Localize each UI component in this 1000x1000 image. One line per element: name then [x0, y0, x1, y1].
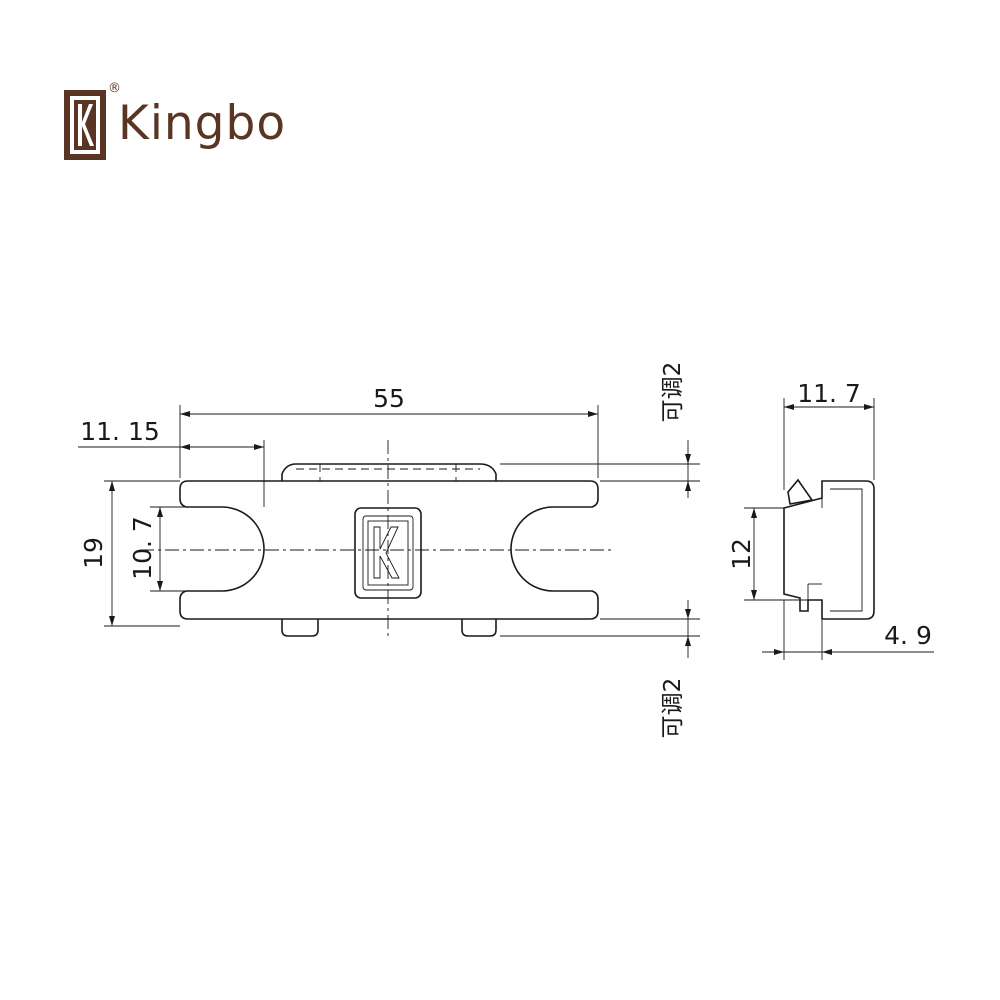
front-view — [140, 440, 615, 640]
kingbo-logo-icon: ® — [64, 81, 121, 160]
dim-side-height: 12 — [727, 507, 808, 601]
dim-adjust-bottom: 可调2 — [500, 600, 700, 738]
dim-slot: 10. 7 — [128, 506, 222, 592]
side-body — [783, 480, 875, 620]
dim-height: 19 — [79, 480, 180, 627]
dim-side-width: 11. 7 — [783, 379, 875, 490]
adjust-top-label: 可调2 — [660, 362, 686, 423]
dim-offset: 11. 15 — [78, 417, 265, 507]
dim-overall-length-label: 55 — [373, 384, 405, 413]
dim-side-depth-label: 4. 9 — [884, 621, 932, 650]
adjust-bottom-label: 可调2 — [660, 678, 686, 739]
bottom-peg-right — [461, 619, 497, 637]
brand-name: Kingbo — [118, 96, 287, 151]
registered-mark: ® — [108, 81, 121, 96]
top-adjuster — [281, 463, 497, 481]
dim-offset-label: 11. 15 — [80, 417, 160, 446]
side-view — [783, 478, 875, 620]
dim-overall-length: 55 — [179, 384, 599, 478]
dim-side-height-label: 12 — [727, 538, 756, 570]
dim-side-width-label: 11. 7 — [797, 379, 861, 408]
dim-height-label: 19 — [79, 537, 108, 569]
logo-emboss — [354, 507, 422, 599]
dim-slot-label: 10. 7 — [128, 516, 157, 580]
side-latch — [787, 478, 814, 505]
connector-body — [179, 480, 599, 620]
dim-adjust-top: 可调2 — [500, 362, 700, 498]
dim-side-depth: 4. 9 — [762, 600, 934, 660]
bottom-peg-left — [281, 619, 319, 637]
